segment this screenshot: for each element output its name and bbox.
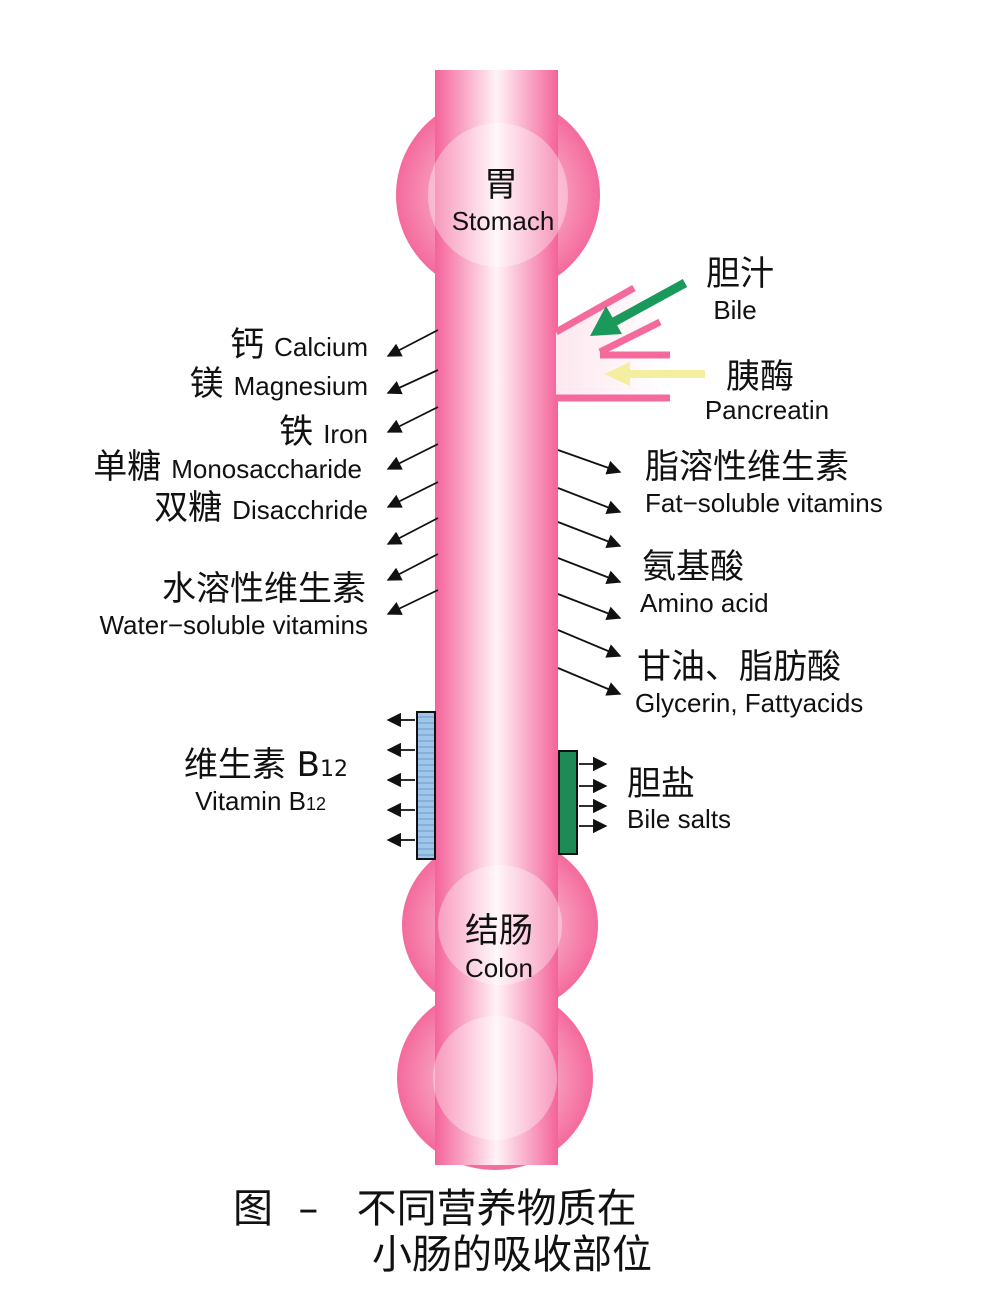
- colon-label-zh: 结肠: [465, 911, 533, 951]
- colon-label-en: Colon: [465, 953, 533, 983]
- glycerin-label-en: Glycerin, Fattyacids: [635, 688, 863, 718]
- bile-label-zh: 胆汁: [706, 254, 774, 294]
- caption-line-1: 图 – 不同营养物质在: [233, 1186, 637, 1232]
- b12-arrows: [386, 712, 415, 848]
- pancreatin-label-zh: 胰酶: [726, 357, 794, 397]
- pancreatin-arrowhead: [604, 362, 630, 386]
- amino-label-en: Amino acid: [640, 588, 769, 618]
- right-absorption-arrows: [557, 449, 622, 696]
- stomach-label-en: Stomach: [452, 206, 555, 236]
- bile-salts-arrows: [579, 756, 608, 834]
- caption-line-2: 小肠的吸收部位: [372, 1232, 652, 1278]
- water-soluble-label-zh: 水溶性维生素: [162, 569, 366, 609]
- pancreatin-label-en: Pancreatin: [705, 395, 829, 425]
- bile-arrow: [609, 279, 688, 327]
- bile-salts-label-zh: 胆盐: [627, 764, 695, 804]
- stomach-label-zh: 胃: [484, 165, 518, 205]
- water-soluble-label-en: Water−soluble vitamins: [99, 610, 368, 640]
- b12-label-zh: 维生素 B12: [184, 745, 348, 785]
- glycerin-label-zh: 甘油、脂肪酸: [637, 647, 841, 687]
- bile-salts-label-en: Bile salts: [627, 804, 731, 834]
- b12-absorption-band: [416, 711, 436, 860]
- left-absorption-arrows: [386, 329, 439, 615]
- bile-arrowhead: [590, 306, 622, 336]
- b12-label-en: Vitamin B12: [195, 786, 326, 816]
- bile-salts-absorption-band: [558, 750, 578, 855]
- fat-soluble-label-en: Fat−soluble vitamins: [645, 488, 883, 518]
- fat-soluble-label-zh: 脂溶性维生素: [645, 447, 849, 487]
- bile-duct-wall: [554, 284, 636, 336]
- intestine-tube: [435, 70, 558, 1165]
- amino-label-zh: 氨基酸: [642, 547, 744, 587]
- bile-label-en: Bile: [713, 295, 756, 325]
